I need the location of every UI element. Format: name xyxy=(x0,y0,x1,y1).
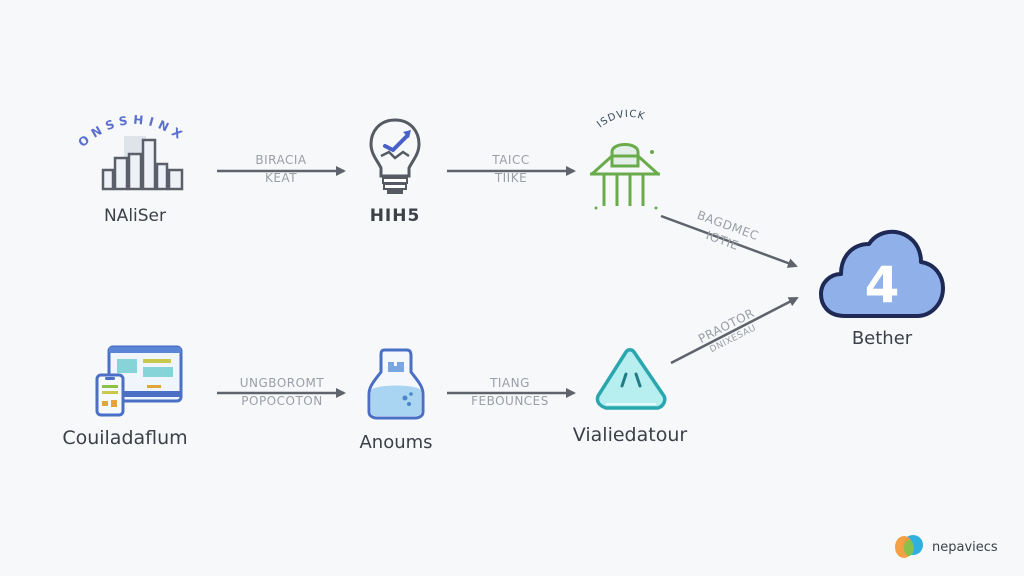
edge-label-line1: TIANG xyxy=(490,376,530,390)
node-n1[interactable]: ONSSHINX NAliSer xyxy=(70,110,200,226)
edge-label-line2: TIIKE xyxy=(494,171,528,185)
svg-text:ISDVICK: ISDVICK xyxy=(595,109,646,131)
green-temple-icon: ISDVICK xyxy=(590,109,660,210)
edge-label-line1: UNGBOROMT xyxy=(239,376,325,390)
devices-icon xyxy=(95,345,183,417)
lightbulb-icon xyxy=(369,118,421,194)
node-label: Anoums xyxy=(359,432,433,453)
edge-label-line2: KEAT xyxy=(264,171,298,185)
warning-triangle-icon xyxy=(595,348,667,410)
edge-label-e1: BIRACIA KEAT xyxy=(236,153,326,186)
brand-mark-icon xyxy=(895,535,923,558)
node-label: Couiladaflum xyxy=(62,427,188,449)
brand-logo: nepaviecs xyxy=(894,534,998,560)
node-n4[interactable]: 4 Bether xyxy=(812,226,952,349)
node-label: Vialiedatour xyxy=(572,424,688,446)
flask-icon xyxy=(367,348,425,420)
edge-label-e5: TIANG FEBOUNCES xyxy=(460,376,560,409)
node-n6[interactable]: Anoums xyxy=(346,346,446,453)
node-n2[interactable]: HIH5 xyxy=(350,116,440,226)
edge-label-line2: POPOCOTON xyxy=(241,394,323,408)
node-label: HIH5 xyxy=(369,206,421,226)
arrow-e3 xyxy=(660,214,798,268)
edge-label-line1: TAICC xyxy=(492,153,530,167)
edge-label-e4: UNGBOROMT POPOCOTON xyxy=(232,376,332,409)
node-label: Bether xyxy=(851,328,913,349)
arrow-e6 xyxy=(670,296,799,365)
building-chart-icon: ONSSHINX xyxy=(76,113,184,191)
node-label: NAliSer xyxy=(103,206,167,226)
cloud-icon: 4 xyxy=(819,229,945,318)
node-n7[interactable]: Vialiedatour xyxy=(560,346,700,446)
edge-label-line1: BIRACIA xyxy=(255,153,307,167)
node-n5[interactable]: Couiladaflum xyxy=(62,343,210,449)
brand-name: nepaviecs xyxy=(932,539,998,555)
cloud-glyph: 4 xyxy=(865,256,900,314)
edge-label-line2: FEBOUNCES xyxy=(471,394,549,408)
icon-arc-text: ISDVICK xyxy=(595,109,645,131)
node-n3[interactable]: ISDVICK xyxy=(580,104,670,218)
edge-label-e2: TAICC TIIKE xyxy=(466,153,556,186)
